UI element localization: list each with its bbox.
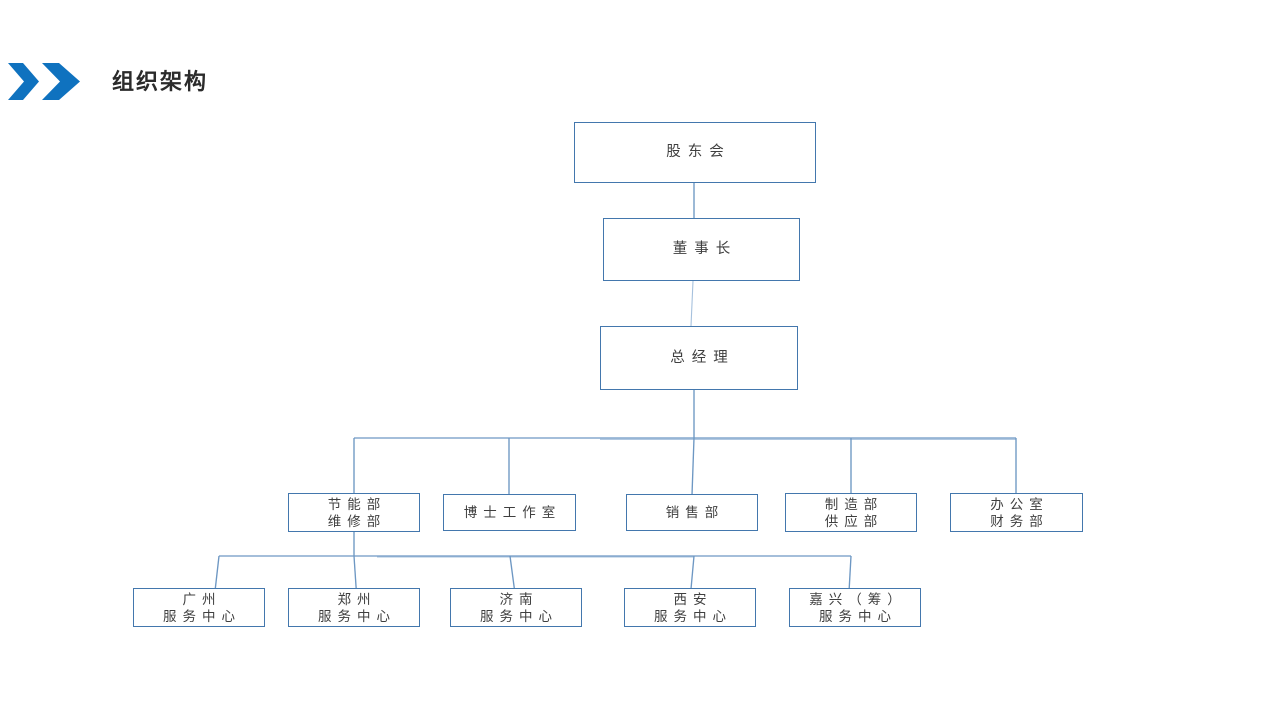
org-node-jinan-service-center: 济南 服务中心 [450,588,582,627]
org-node-label: 股东会 [666,144,731,160]
org-node-doctor-studio: 博士工作室 [443,494,576,531]
org-node-label: 节能部 [327,496,387,512]
org-node-label: 博士工作室 [463,505,562,520]
org-node-chairman: 董事长 [603,218,800,281]
org-node-label: 销售部 [665,505,725,520]
link-chairman-general-manager [690,280,694,327]
chevron-right-icon [42,63,80,100]
org-node-jiaxing-service-center: 嘉兴（筹） 服务中心 [789,588,921,627]
chevron-right-icon [8,63,39,100]
org-node-label: 维修部 [327,513,387,529]
org-node-label: 嘉兴（筹） [809,591,907,607]
org-node-zhengzhou-service-center: 郑州 服务中心 [288,588,420,627]
org-node-label: 董事长 [672,241,738,257]
org-node-general-manager: 总经理 [600,326,798,390]
slide-title: 组织架构 [112,69,209,94]
org-node-guangzhou-service-center: 广州 服务中心 [133,588,265,627]
org-node-label: 广州 [182,591,222,607]
org-node-label: 服务中心 [318,608,396,624]
org-node-label: 西安 [673,591,713,607]
org-node-shareholders-meeting: 股东会 [574,122,816,183]
drop-sales [691,437,695,496]
org-node-label: 供应部 [824,513,884,529]
org-node-energy-maintenance-dept: 节能部 维修部 [288,493,420,532]
org-node-sales-dept: 销售部 [626,494,758,531]
org-node-label: 财务部 [990,513,1049,529]
org-node-label: 济南 [499,591,539,607]
org-node-label: 制造部 [824,496,884,512]
org-node-manufacturing-supply-dept: 制造部 供应部 [785,493,917,532]
double-chevron-right-icon [8,63,80,100]
org-node-label: 服务中心 [819,608,897,624]
drop-jiaxing [848,555,852,593]
org-node-label: 服务中心 [163,608,241,624]
org-node-label: 服务中心 [654,608,732,624]
org-node-label: 郑州 [337,591,377,607]
org-node-label: 总经理 [670,349,735,366]
org-node-label: 服务中心 [480,608,558,624]
org-node-label: 办公室 [990,496,1049,512]
org-node-office-finance-dept: 办公室 财务部 [950,493,1083,532]
org-node-xian-service-center: 西安 服务中心 [624,588,756,627]
